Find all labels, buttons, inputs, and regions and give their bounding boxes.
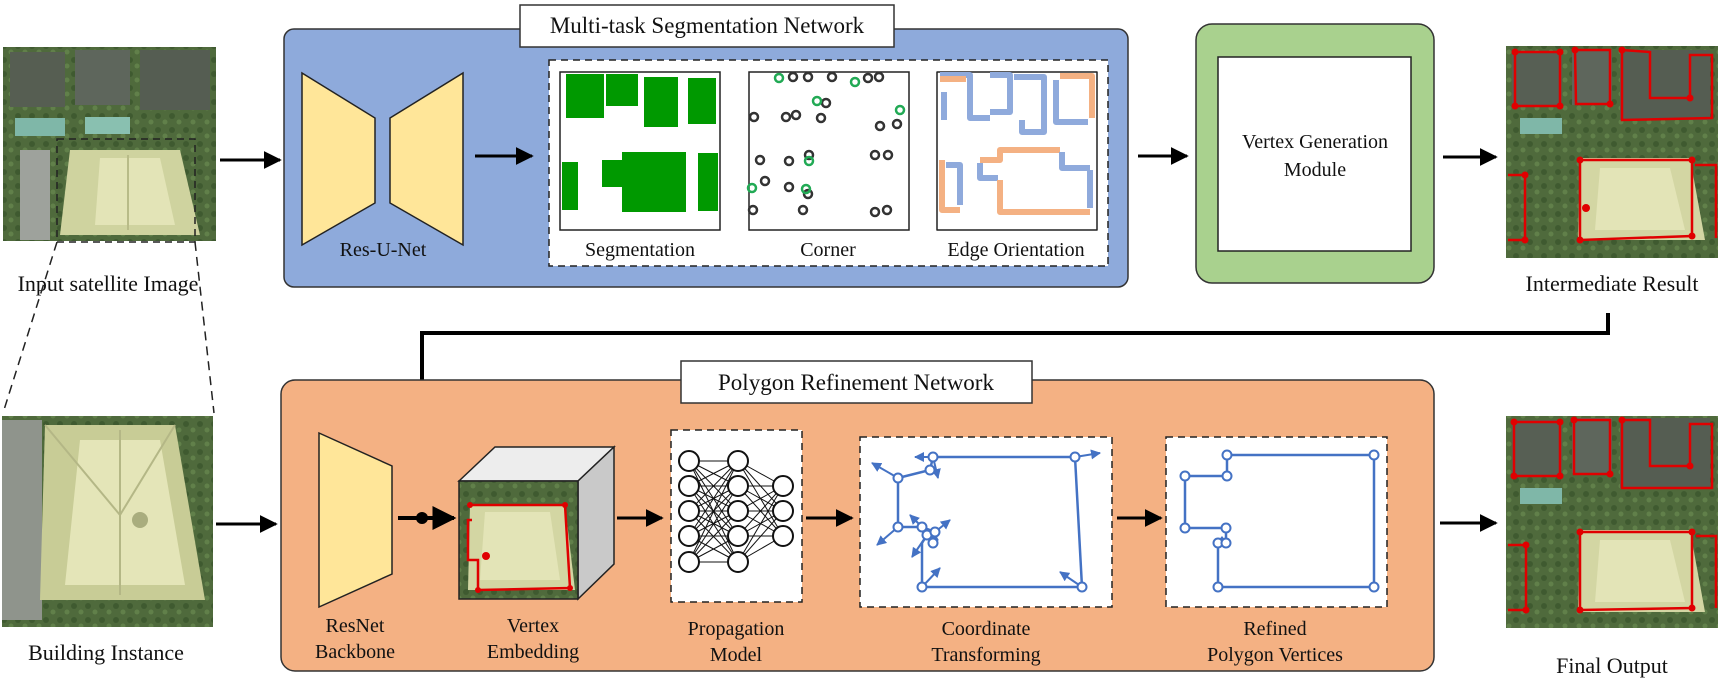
input-image-label: Input satellite Image bbox=[18, 271, 199, 296]
refinement-network-title: Polygon Refinement Network bbox=[718, 370, 994, 395]
nn-node bbox=[678, 525, 700, 547]
propagation-neural-net bbox=[678, 450, 794, 573]
nn-node bbox=[772, 475, 794, 497]
resunet-encoder bbox=[301, 71, 376, 247]
edge-orientation-label: Edge Orientation bbox=[947, 239, 1084, 261]
refined-polygon bbox=[1179, 449, 1380, 593]
resnet-backbone-shape bbox=[318, 431, 393, 609]
final-output-label: Final Output bbox=[1556, 653, 1668, 678]
building-instance-image bbox=[2, 416, 213, 627]
corner-label: Corner bbox=[800, 239, 856, 261]
nn-connection bbox=[688, 460, 739, 512]
nn-connection bbox=[688, 485, 739, 563]
refinement-network-title-box bbox=[680, 360, 1033, 404]
intermediate-result-label: Intermediate Result bbox=[1526, 271, 1699, 296]
corner-map bbox=[746, 71, 910, 231]
nn-node bbox=[772, 525, 794, 547]
segmentation-label: Segmentation bbox=[585, 239, 695, 261]
vertex-embedding-label-2: Embedding bbox=[487, 641, 579, 663]
nn-node bbox=[727, 475, 749, 497]
segmentation-network-title-box bbox=[519, 4, 895, 48]
nn-connection bbox=[737, 485, 784, 537]
zoom-line-right bbox=[194, 241, 215, 414]
nn-connection bbox=[688, 460, 739, 537]
final-output-image bbox=[1506, 416, 1718, 628]
resnet-label-1: ResNet bbox=[326, 615, 385, 637]
resnet-label-2: Backbone bbox=[315, 641, 395, 663]
nn-connection bbox=[688, 460, 739, 563]
intermediate-result-image bbox=[1506, 46, 1718, 258]
coordinate-label-1: Coordinate bbox=[942, 618, 1031, 640]
nn-node bbox=[678, 450, 700, 472]
nn-node bbox=[727, 450, 749, 472]
propagation-label-2: Model bbox=[710, 644, 763, 666]
segmentation-map bbox=[559, 71, 721, 231]
zoom-line-left bbox=[2, 241, 58, 414]
refined-label-1: Refined bbox=[1243, 618, 1306, 640]
edge-orientation-map bbox=[936, 71, 1098, 231]
building-instance-label: Building Instance bbox=[28, 640, 184, 665]
vertex-embedding-label-1: Vertex bbox=[507, 615, 559, 637]
refined-polygon-box bbox=[1165, 436, 1388, 608]
resunet-decoder bbox=[389, 71, 464, 247]
nn-connection bbox=[688, 510, 739, 563]
nn-node bbox=[678, 551, 700, 573]
resunet-label: Res-U-Net bbox=[340, 239, 427, 261]
vertex-generation-inner bbox=[1217, 56, 1412, 252]
vertex-generation-label-2: Module bbox=[1284, 159, 1346, 181]
nn-node bbox=[727, 500, 749, 522]
input-satellite-image bbox=[3, 47, 216, 241]
nn-connection bbox=[737, 485, 784, 563]
propagation-label-1: Propagation bbox=[688, 618, 785, 640]
nn-node bbox=[678, 500, 700, 522]
vertex-generation-label-1: Vertex Generation bbox=[1242, 131, 1388, 153]
nn-node bbox=[727, 551, 749, 573]
nn-node bbox=[727, 525, 749, 547]
coordinate-transform-polygon bbox=[871, 449, 1101, 593]
segmentation-network-title: Multi-task Segmentation Network bbox=[550, 13, 865, 38]
coordinate-label-2: Transforming bbox=[931, 644, 1040, 666]
vertex-embedding-cube bbox=[457, 445, 616, 601]
nn-connection bbox=[737, 510, 784, 563]
nn-node bbox=[772, 500, 794, 522]
junction-dot bbox=[416, 512, 428, 524]
nn-node bbox=[678, 475, 700, 497]
refined-label-2: Polygon Vertices bbox=[1207, 644, 1343, 666]
